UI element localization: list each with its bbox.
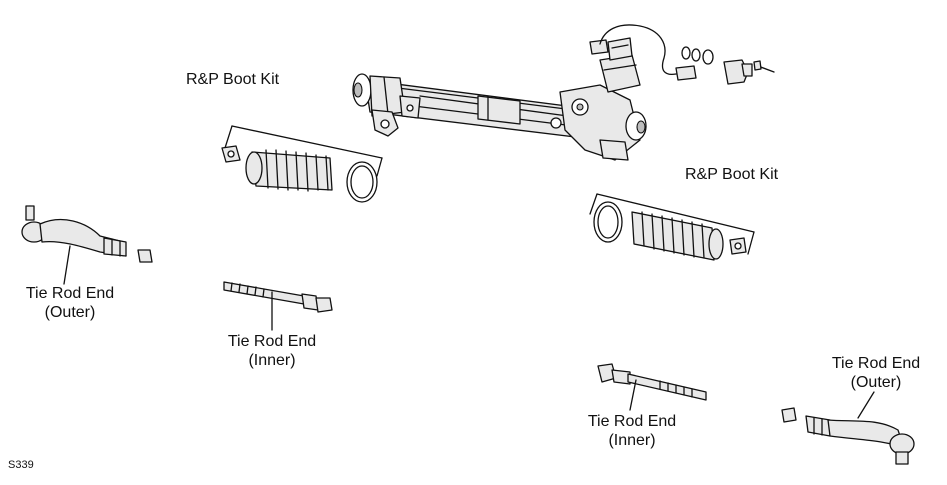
boot-kit-right-label: R&P Boot Kit — [685, 166, 779, 183]
tie-rod-outer-right-label: Tie Rod End (Outer) — [826, 354, 926, 392]
rack-and-pinion-assembly — [352, 24, 775, 161]
tie-rod-outer-right-line2: (Outer) — [850, 374, 902, 391]
tie-rod-inner-left-line2: (Inner) — [248, 352, 296, 369]
boot-kit-left-label: R&P Boot Kit — [186, 71, 280, 88]
tie-rod-inner-left-line1: Tie Rod End — [227, 333, 317, 350]
tie-rod-inner-right-label: Tie Rod End (Inner) — [582, 412, 682, 450]
figure-code: S339 — [8, 459, 34, 471]
tie-rod-inner-right-line1: Tie Rod End — [587, 413, 677, 430]
tie-rod-end-inner-right — [597, 363, 707, 411]
tie-rod-outer-left-line1: Tie Rod End — [25, 285, 115, 302]
tie-rod-end-inner-left — [223, 281, 333, 331]
tie-rod-outer-left-line2: (Outer) — [44, 304, 96, 321]
boot-kit-left — [221, 125, 383, 203]
tie-rod-inner-right-line2: (Inner) — [608, 432, 656, 449]
boot-kit-right — [589, 193, 755, 261]
tie-rod-end-outer-right — [781, 391, 915, 465]
tie-rod-outer-right-line1: Tie Rod End — [831, 355, 921, 372]
tie-rod-inner-left-label: Tie Rod End (Inner) — [222, 332, 322, 370]
tie-rod-outer-left-label: Tie Rod End (Outer) — [20, 284, 120, 322]
tie-rod-end-outer-left — [21, 205, 153, 285]
